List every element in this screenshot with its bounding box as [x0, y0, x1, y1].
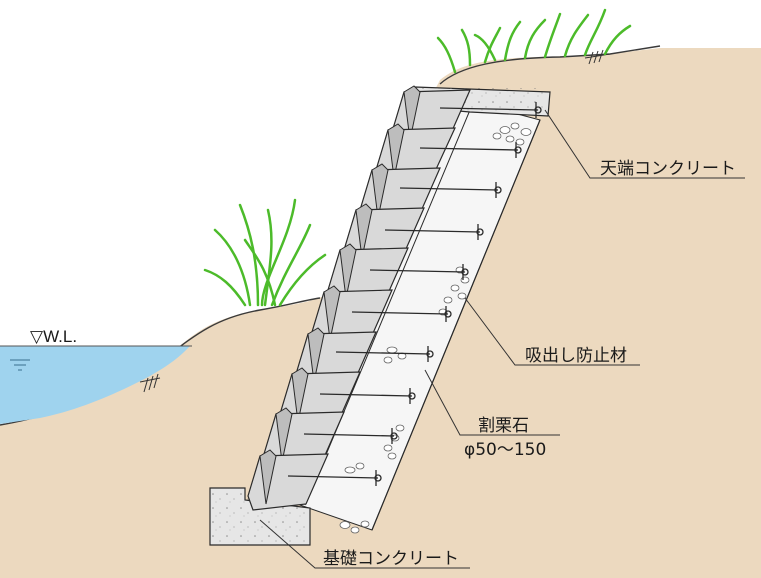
anchor-rods	[287, 102, 542, 486]
outflow-prevention-label: 吸出し防止材	[525, 346, 627, 366]
crushed-stones	[339, 122, 532, 534]
water-level-label: ▽W.L.	[30, 327, 77, 346]
foundation-concrete-label: 基礎コンクリート	[323, 549, 459, 569]
grass-icon	[436, 8, 632, 74]
leader-foundation	[259, 519, 470, 569]
crushed-stone-size-label: φ50～150	[464, 440, 546, 460]
anchor-bolt-icon	[399, 182, 502, 198]
anchor-bolt-icon	[319, 388, 416, 404]
leader-lines	[259, 109, 745, 569]
anchor-bolt-icon	[369, 264, 469, 280]
anchor-bolt-icon	[419, 142, 522, 158]
water-body	[0, 346, 190, 424]
grass-icon	[203, 198, 327, 307]
anchor-bolt-icon	[303, 428, 398, 444]
anchor-bolt-icon	[384, 224, 484, 240]
water-ripples	[10, 359, 30, 371]
anchor-bolt-icon	[439, 102, 542, 118]
anchor-bolt-icon	[335, 346, 434, 362]
block-stack	[247, 85, 471, 511]
soil-hatch-left	[139, 373, 161, 393]
top-ground-surface	[439, 45, 661, 85]
anchor-bolt-icon	[287, 470, 382, 486]
wall-block	[247, 449, 329, 511]
anchor-bolt-icon	[351, 306, 452, 322]
crown-concrete-label: 天端コンクリート	[600, 159, 736, 179]
crushed-stone-label: 割栗石	[478, 416, 529, 436]
leader-outflow	[464, 297, 640, 366]
leader-crushed-stone	[424, 369, 560, 436]
leader-crown-concrete	[544, 109, 745, 179]
